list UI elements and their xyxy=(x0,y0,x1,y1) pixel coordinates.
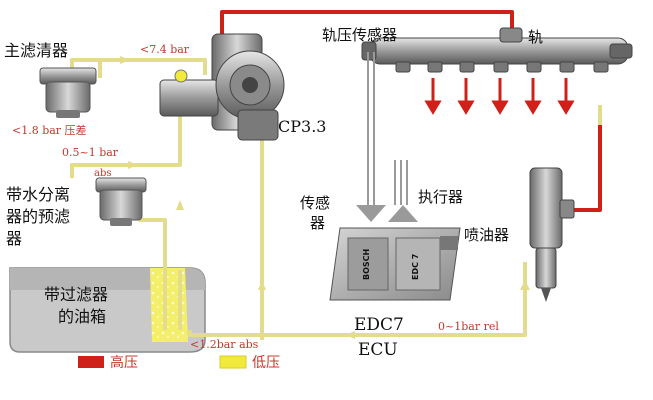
sensor-label-line2: 器 xyxy=(310,214,325,232)
sensor-arrow xyxy=(356,205,386,222)
prefilter xyxy=(95,177,147,226)
pressure-05-1-label: 0.5~1 bar xyxy=(62,146,119,159)
prefilter-label-line1: 带水分离 xyxy=(6,185,70,204)
main-filter xyxy=(39,67,97,118)
signal-lines xyxy=(367,52,408,205)
injector-label: 喷油器 xyxy=(464,226,509,244)
main-filter-label: 主滤清器 xyxy=(4,41,68,60)
rail-sensor-label: 轨压传感器 xyxy=(322,26,397,44)
pressure-74-label: <7.4 bar xyxy=(140,43,190,56)
common-rail xyxy=(361,27,633,73)
injection-arrows xyxy=(424,78,575,115)
rail-outlets xyxy=(395,61,609,73)
tank-label-line1: 带过滤器 xyxy=(44,285,108,304)
ecu-label: ECU xyxy=(358,340,398,360)
prefilter-label-line3: 器 xyxy=(6,229,22,248)
pressure-18-label: <1.8 bar 压差 xyxy=(12,123,87,137)
tank-label-line2: 的油箱 xyxy=(58,307,106,326)
ecu-brand-label: BOSCH xyxy=(362,249,371,280)
high-pressure-lines xyxy=(220,10,602,212)
actuator-label: 执行器 xyxy=(418,188,463,206)
flow-arrows xyxy=(120,56,530,339)
legend-high-swatch xyxy=(78,356,104,368)
ecu-unit xyxy=(329,227,461,301)
cp33-pump xyxy=(159,33,285,141)
fuel-tank xyxy=(9,267,206,353)
abs-1-label: abs xyxy=(94,168,112,179)
sensor-label-line1: 传感 xyxy=(300,194,330,212)
prefilter-label-line2: 器的预滤 xyxy=(6,207,70,226)
legend-high-label: 高压 xyxy=(110,354,138,371)
tank-fuel-fill xyxy=(150,268,188,342)
actuator-arrow xyxy=(388,205,418,222)
return-pressure-label: 0~1bar rel xyxy=(438,320,499,333)
ecu-model-label: EDC7 xyxy=(354,315,404,335)
pump-label: CP3.3 xyxy=(278,117,326,136)
ecu-code-label: EDC 7 xyxy=(411,254,420,280)
injector xyxy=(529,167,575,302)
pressure-12-label: <1.2bar abs xyxy=(190,338,259,351)
rail-label: 轨 xyxy=(528,28,543,46)
legend-low-swatch xyxy=(219,355,247,369)
legend-low-label: 低压 xyxy=(252,355,280,371)
